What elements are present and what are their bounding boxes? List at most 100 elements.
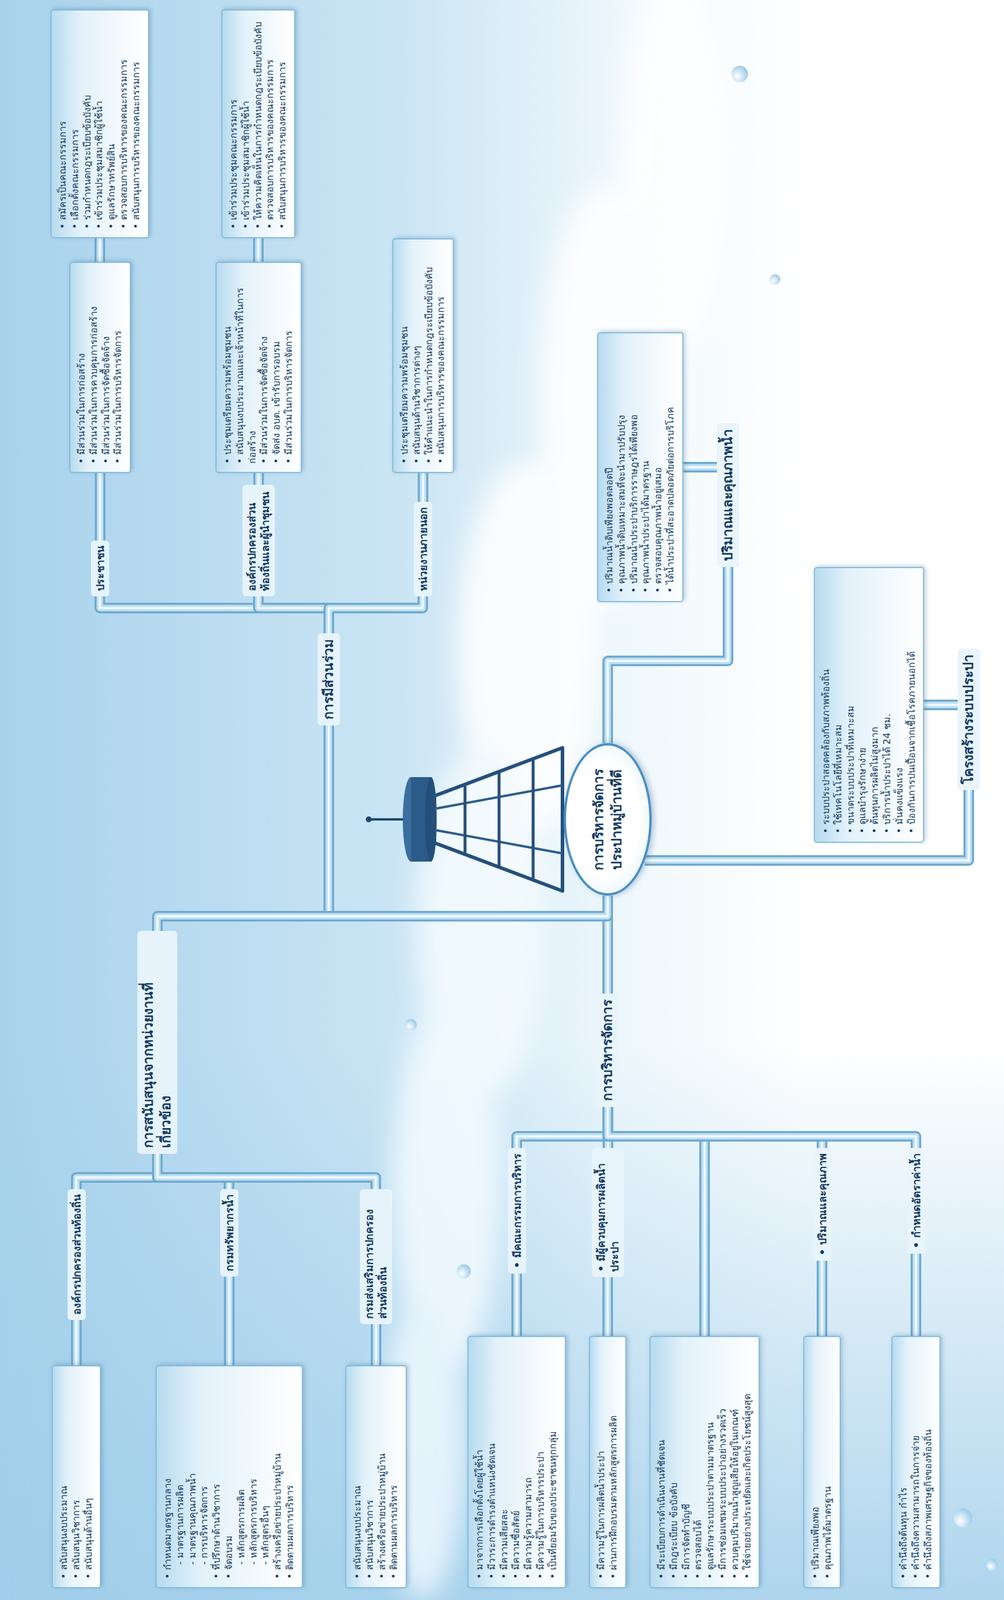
bullet-item: • ปริมาณน้ำประปาบริการราษฎรได้เพียงพอ xyxy=(628,341,641,594)
pipe-stroke xyxy=(157,895,608,932)
branch-label: การสนับสนุนจากหน่วยงานที่เกี่ยวข้อง xyxy=(137,931,178,1155)
pipe-stroke xyxy=(95,473,106,541)
pipe-stroke xyxy=(98,238,101,262)
bullet-box: • คำนึงถึงต้นทุน กำไร• คำนึงถึงความสามาร… xyxy=(891,1336,941,1589)
sub-branch-label: • กำหนดอัตราค่าน้ำ xyxy=(907,1148,926,1255)
bullet-item: • มีระเบียบการดำเนินงานที่ชัดเจน xyxy=(655,1345,669,1580)
node-text: องค์กรปกครองส่วนท้องถิ่นและผู้นำชุมชน xyxy=(244,490,273,592)
pipe-stroke xyxy=(607,1107,822,1149)
node-text: กรมส่งเสริมการปกครองส่วนท้องถิ่น xyxy=(362,1194,390,1320)
sub-branch-label: องค์กรปกครองส่วนท้องถิ่นและผู้นำชุมชน xyxy=(242,484,275,597)
sub-branch-label: • มีคณะกรรมการบริหาร xyxy=(507,1148,527,1275)
bullet-item: • คำนึงถึงสภาพเศรษฐกิจของท้องถิ่น xyxy=(922,1345,935,1580)
bullet-item: • ควบคุมปริมาณน้ำสูญเสียให้อยู่ในเกณฑ์ xyxy=(729,1345,742,1580)
bullet-item: • ตรวจสอบการบริหารของคณะกรรมการ xyxy=(118,18,131,229)
bullet-item: • ติดตามผลการบริหาร xyxy=(284,1375,297,1580)
bullet-item: • มีส่วนร่วมในการบริหารจัดการ xyxy=(282,271,296,464)
node-text: โครงสร้างระบบประปา xyxy=(959,654,978,785)
sub-branch-label: ประชาชน xyxy=(91,540,110,597)
bullet-item: - การบริหารจัดการ xyxy=(198,1375,211,1580)
bullet-item: - หลักสูตรการผลิต xyxy=(235,1375,248,1580)
pipe-connector xyxy=(258,238,259,262)
node-text: • มีคณะกรรมการบริหาร xyxy=(510,1153,524,1269)
pipe-stroke xyxy=(157,895,608,932)
water-tower xyxy=(365,748,563,892)
pipe-stroke xyxy=(94,238,106,262)
bullet-item: • ปริมาณเพียงพอ xyxy=(809,1345,822,1580)
node-text: การมีส่วนร่วม xyxy=(319,639,338,720)
pipe-stroke xyxy=(924,702,958,709)
pipe-stroke xyxy=(228,1277,231,1366)
pipe-stroke xyxy=(224,1277,235,1366)
pipe-stroke xyxy=(99,473,102,541)
bullet-item: • มีกฎระเบียบ ข้อบังคับ xyxy=(668,1345,681,1580)
pipe-stroke xyxy=(924,699,958,711)
pipe-stroke xyxy=(99,596,329,634)
pipe-stroke xyxy=(96,238,104,262)
bullet-item: • เข้าร่วมประชุมสมาชิกผู้ใช้น้ำ xyxy=(93,18,106,229)
pipe-connector xyxy=(157,1154,376,1190)
bullet-box: • มีความรู้ในการผลิตน้ำประปา• ผ่านการฝึก… xyxy=(588,1336,627,1589)
bullet-item: • สร้างเครือข่ายประปาหมู่บ้าน xyxy=(271,1375,285,1580)
node-text: • ปริมาณและคุณภาพ xyxy=(815,1153,830,1256)
pipe-stroke xyxy=(607,1107,916,1149)
bullet-box: • ระบบประปาสอดคล้องกับสภาพท้องถิ่น• ใช้เ… xyxy=(813,567,925,844)
pipe-stroke xyxy=(255,238,262,262)
pipe-stroke xyxy=(820,1261,824,1337)
pipe-connector xyxy=(157,1154,229,1190)
bullet-item: • คุณภาพน้ำประปาได้มาตรฐาน xyxy=(639,341,653,594)
branch-label: โครงสร้างระบบประปา xyxy=(957,648,980,791)
bullet-item: • มีความเสียสละ xyxy=(498,1345,511,1580)
branch-label: การมีส่วนร่วม xyxy=(317,633,340,726)
bullet-item: • สร้างเครือข่ายประปาหมู่บ้าน xyxy=(376,1375,389,1580)
bullet-item: • คุณภาพได้มาตรฐาน xyxy=(821,1345,835,1580)
pipe-stroke xyxy=(96,473,104,541)
bullet-box: • ประชุมเตรียมความพร้อมชุมชน• สนับสนุนงบ… xyxy=(215,261,302,474)
pipe-connector xyxy=(607,1107,822,1149)
bullet-item: • มีส่วนร่วมในการควบคุมการก่อสร้าง xyxy=(88,271,101,464)
branch-label: การบริหารจัดการ xyxy=(596,994,619,1108)
bullet-item: • ป้องกันการปนเปื้อนจากเชื้อโรคภายนอกได้ xyxy=(905,576,919,834)
node-text: • มีผู้ควบคุมการผลิตน้ำประปา xyxy=(594,1153,622,1273)
bullet-item: • ผ่านการฝึกอบรมตามหลักสูตรการผลิต xyxy=(607,1345,621,1580)
pipe-stroke xyxy=(157,1154,376,1190)
pipe-connector xyxy=(516,1274,518,1337)
bullet-item: • มีการจัดทำบัญชี xyxy=(680,1345,693,1580)
pipe-connector xyxy=(607,1107,916,1149)
pipe-connector xyxy=(375,1324,377,1366)
bullet-box: • มาจากการเลือกตั้งโดยผู้ใช้น้ำ• มีวาระก… xyxy=(467,1336,566,1589)
bullet-item: • มีวาระการดำรงตำแหน่งชัดเจน xyxy=(486,1345,499,1580)
pipe-stroke xyxy=(683,462,717,473)
bullet-item: • จัดส่ง อบต. เข้ารับการอบรม xyxy=(270,271,283,464)
pipe-stroke xyxy=(226,1277,233,1366)
pipe-stroke xyxy=(328,596,423,634)
bullet-item: • มีส่วนร่วมในการจัดซื้อจัดจ้าง xyxy=(258,271,271,464)
pipe-stroke xyxy=(516,1107,608,1149)
bullet-item: • ประชุมเตรียมความพร้อมชุมชน xyxy=(398,247,411,464)
pipe-stroke xyxy=(157,1154,229,1190)
bullet-item: • มีความรู้ในการผลิตน้ำประปา xyxy=(595,1345,608,1580)
pipe-stroke xyxy=(607,1107,822,1149)
pipe-stroke xyxy=(99,596,329,634)
bullet-item: • สนับสนุนงบประมาณ xyxy=(58,1375,71,1580)
bullet-item: • ต้นทุนการผลิตไม่สูงมาก xyxy=(868,576,882,834)
pipe-connector xyxy=(228,1277,230,1366)
bullet-item: • สนับสนุนด้านอื่นๆ xyxy=(82,1375,96,1580)
bullet-item: • ได้น้ำประปาที่สะอาดปลอดภัยต่อการบริโภค xyxy=(664,341,677,594)
bullet-item: • มีการซ่อมแซมระบบประปาอย่างรวดเร็ว xyxy=(716,1345,730,1580)
pipe-stroke xyxy=(513,1274,521,1337)
pipe-stroke xyxy=(418,473,429,502)
node-text: กรมทรัพยากรน้ำ xyxy=(222,1194,237,1272)
bullet-item: - หลักสูตรอื่นๆ xyxy=(259,1375,272,1580)
pipe-stroke xyxy=(515,1274,518,1337)
bullet-item: • สนับสนุนการบริหารของคณะกรรมการ xyxy=(435,247,448,464)
bullet-item: • ปริมาณน้ำดิบเพียงพอตลอดปี xyxy=(603,341,616,594)
bullet-box: • เข้าร่วมประชุมคณะกรรมการ• เข้าร่วมประช… xyxy=(221,9,296,239)
bullet-item: • สนับสนุนงบประมาณ xyxy=(351,1375,365,1580)
bullet-item: • ตรวจสอบการบริหารของคณะกรรมการ xyxy=(264,18,277,229)
pipe-stroke xyxy=(157,1154,376,1190)
bullet-item: • มาจากการเลือกตั้งโดยผู้ใช้น้ำ xyxy=(473,1345,487,1580)
pipe-stroke xyxy=(683,466,717,469)
pipe-stroke xyxy=(157,1154,229,1190)
